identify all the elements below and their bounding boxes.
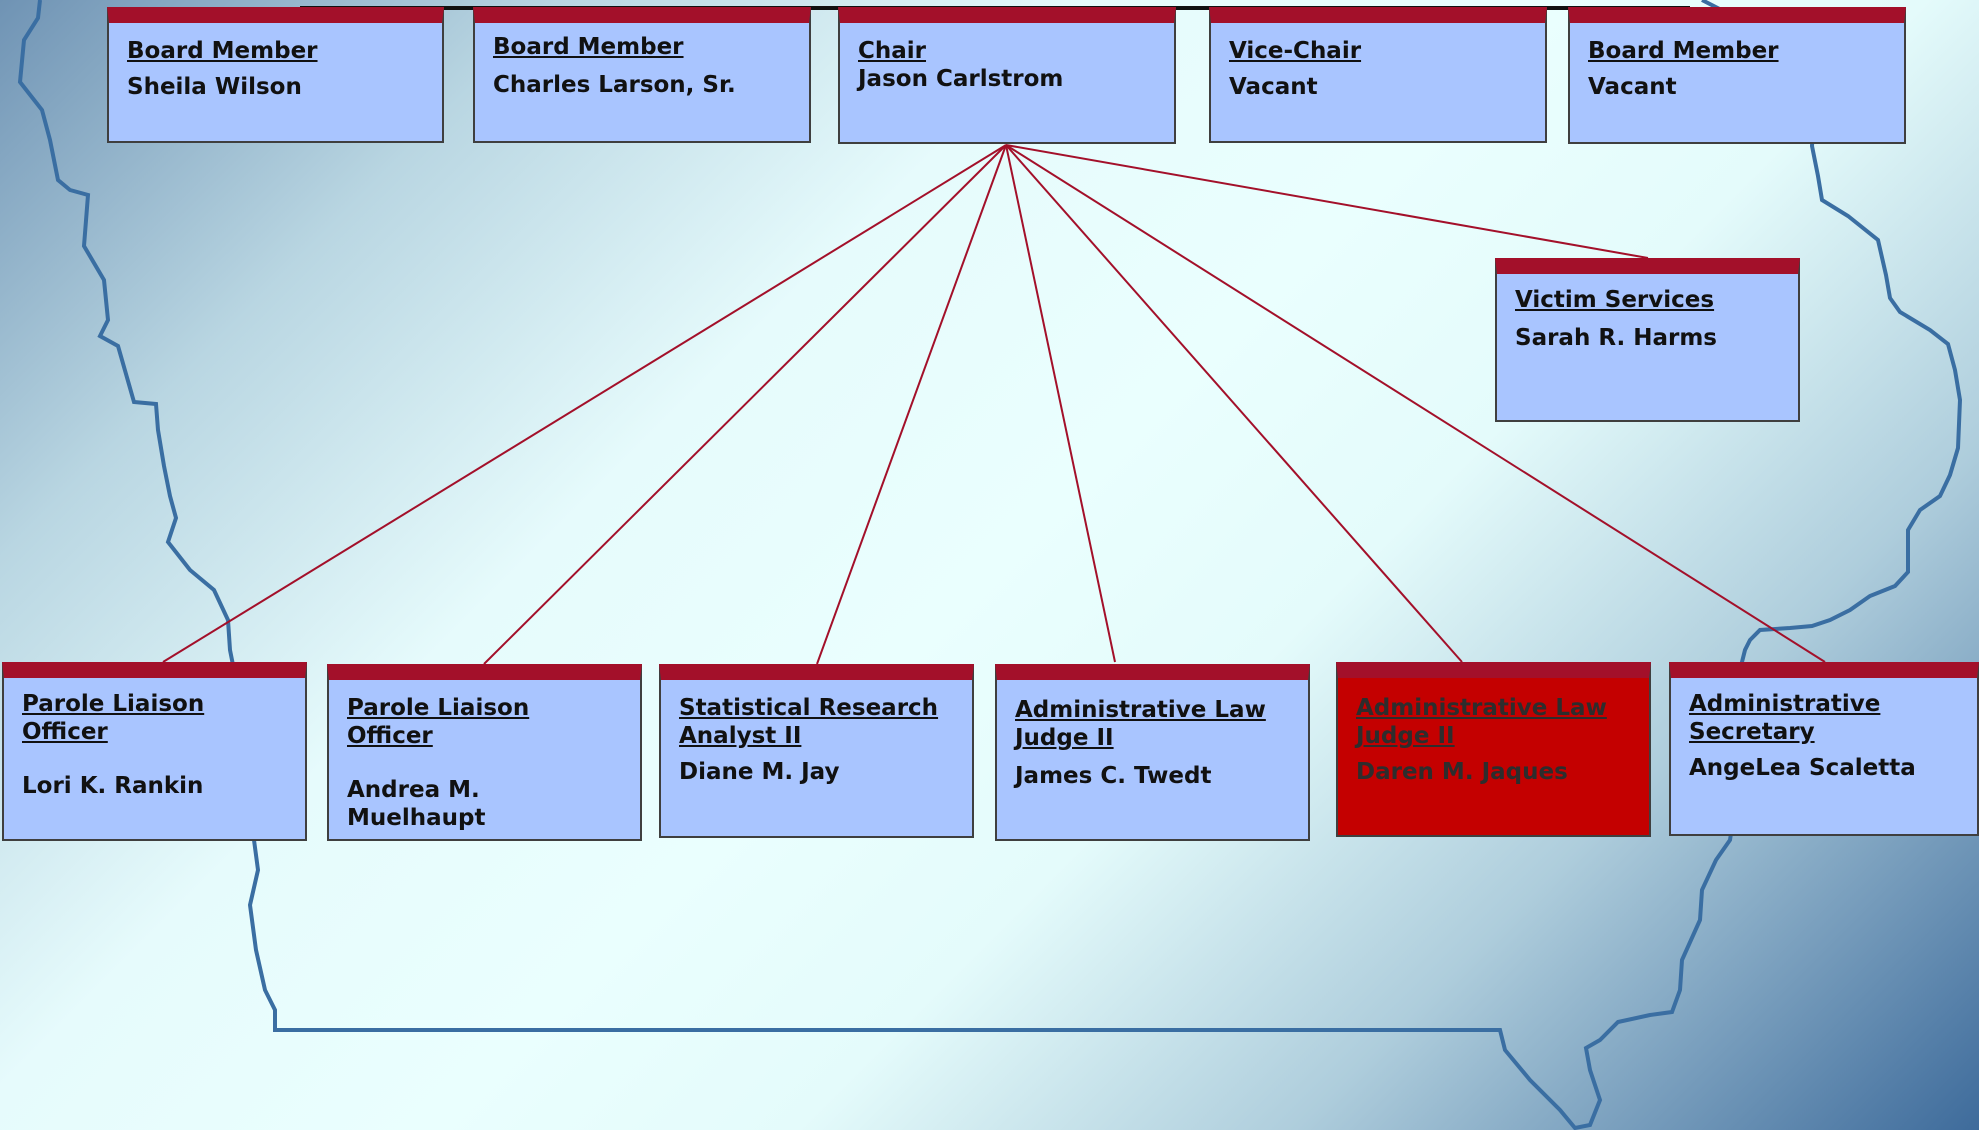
victim-services-box[interactable]: Victim Services Sarah R. Harms <box>1495 258 1800 422</box>
connector-line <box>1005 144 1463 663</box>
board-member-box[interactable]: Board Member Charles Larson, Sr. <box>473 7 811 143</box>
position-title: Board Member <box>1588 38 1779 64</box>
person-name: Sarah R. Harms <box>1515 325 1717 351</box>
connector-line <box>483 144 1007 665</box>
staff-box[interactable]: Parole Liaison Officer Andrea M. Muelhau… <box>327 664 642 841</box>
person-name: Vacant <box>1588 74 1677 100</box>
position-title: Victim Services <box>1515 287 1715 313</box>
position-title: Chair <box>858 38 927 64</box>
staff-box-highlighted[interactable]: Administrative Law Judge II Daren M. Jaq… <box>1336 662 1651 837</box>
state-outline <box>17 0 1963 1130</box>
staff-box[interactable]: Parole Liaison Officer Lori K. Rankin <box>2 662 307 841</box>
person-name: AngeLea Scaletta <box>1689 755 1916 781</box>
connector-line <box>816 144 1007 665</box>
position-title: Administrative Law Judge II <box>1015 697 1266 751</box>
chair-box[interactable]: Chair Jason Carlstrom <box>838 7 1176 144</box>
person-name: Charles Larson, Sr. <box>493 72 736 98</box>
person-name: James C. Twedt <box>1015 763 1212 789</box>
position-title: Board Member <box>493 34 684 60</box>
board-member-box[interactable]: Board Member Sheila Wilson <box>107 7 444 143</box>
position-title: Statistical Research Analyst II <box>679 695 939 749</box>
board-member-box[interactable]: Board Member Vacant <box>1568 7 1906 144</box>
person-name: Jason Carlstrom <box>858 66 1064 92</box>
staff-box[interactable]: Administrative Secretary AngeLea Scalett… <box>1669 662 1979 836</box>
connector-line <box>1005 144 1649 259</box>
connector-line <box>1005 144 1116 663</box>
position-title: Parole Liaison Officer <box>22 691 205 745</box>
person-name: Vacant <box>1229 74 1318 100</box>
vice-chair-box[interactable]: Vice-Chair Vacant <box>1209 7 1547 143</box>
position-title: Board Member <box>127 38 318 64</box>
connector-lines <box>162 144 1826 665</box>
person-name: Andrea M. Muelhaupt <box>347 777 486 831</box>
connector-line <box>162 144 1007 663</box>
position-title: Parole Liaison Officer <box>347 695 530 749</box>
staff-box[interactable]: Statistical Research Analyst II Diane M.… <box>659 664 974 838</box>
connector-line <box>1005 144 1826 663</box>
position-title: Vice-Chair <box>1229 38 1362 64</box>
person-name: Lori K. Rankin <box>22 773 204 799</box>
person-name: Diane M. Jay <box>679 759 840 785</box>
position-title: Administrative Secretary <box>1689 691 1881 745</box>
staff-box[interactable]: Administrative Law Judge II James C. Twe… <box>995 664 1310 841</box>
person-name: Sheila Wilson <box>127 74 302 100</box>
position-title: Administrative Law Judge II <box>1356 695 1607 749</box>
person-name: Daren M. Jaques <box>1356 759 1568 785</box>
